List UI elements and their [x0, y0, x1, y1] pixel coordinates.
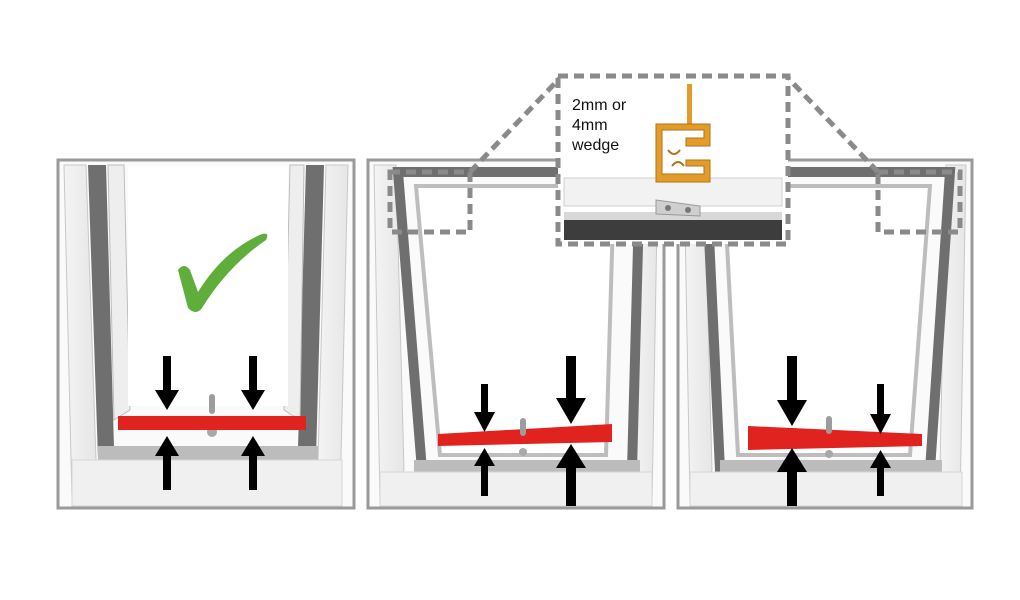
callout-text-line-2: 4mm [572, 117, 608, 134]
arrow-up-left [777, 448, 807, 506]
corner-highlight [387, 169, 473, 235]
arrow-up-left [155, 436, 179, 490]
arrow-down-left [155, 356, 179, 410]
wedge-callout: 2mm or 4mm wedge [468, 73, 880, 247]
panel-tilt-right [366, 158, 666, 510]
arrow-up-right [870, 450, 891, 496]
panel-level [56, 158, 356, 510]
gap-bar [118, 416, 306, 430]
arrow-up-left [474, 448, 495, 496]
callout-text-line-1: 2mm or [572, 97, 627, 114]
corner-highlight [875, 169, 963, 235]
handle-icon [519, 418, 527, 456]
arrow-down-left [474, 384, 495, 432]
arrow-down-left [777, 356, 807, 426]
arrow-down-right [556, 356, 586, 424]
handle-icon [825, 416, 833, 458]
latch-icon [655, 199, 701, 217]
callout-text-line-3: wedge [571, 137, 619, 154]
checkmark-icon [178, 233, 268, 312]
arrow-down-right [870, 384, 891, 434]
arrow-down-right [241, 356, 265, 410]
wedge-icon [655, 84, 711, 183]
arrow-up-right [556, 444, 586, 506]
arrow-up-right [241, 436, 265, 490]
gap-bar [748, 426, 922, 450]
